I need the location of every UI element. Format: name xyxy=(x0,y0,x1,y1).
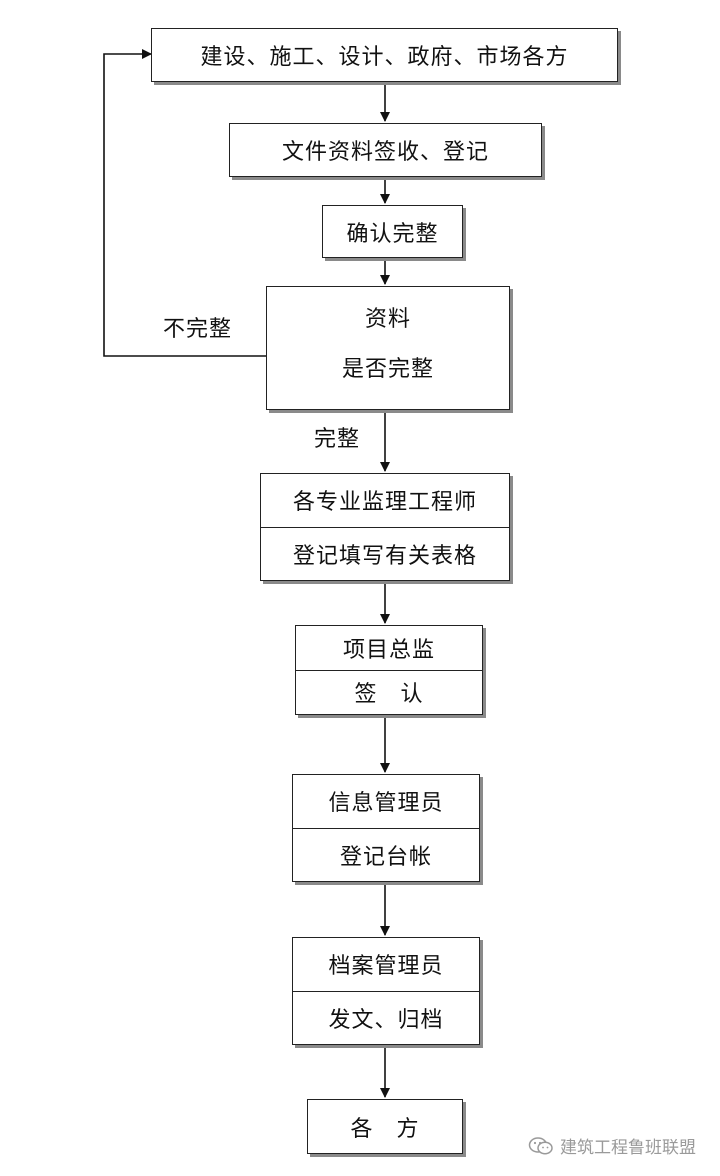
node-info-line1: 信息管理员 xyxy=(328,791,444,817)
node-archive-line2: 发文、归档 xyxy=(293,990,479,1045)
node-info-line2: 登记台帐 xyxy=(293,827,479,882)
node-engineers-line2: 登记填写有关表格 xyxy=(261,526,509,581)
node-final: 各 方 xyxy=(307,1099,463,1154)
node-decision-line2: 是否完整 xyxy=(341,357,434,382)
node-archive-line1: 档案管理员 xyxy=(328,954,444,980)
node-final-label: 各 方 xyxy=(350,1116,420,1142)
edge-label-complete: 完整 xyxy=(314,427,361,452)
node-director-line1: 项目总监 xyxy=(342,637,435,663)
watermark-text: 建筑工程鲁班联盟 xyxy=(560,1138,696,1158)
node-engineers: 各专业监理工程师 登记填写有关表格 xyxy=(260,473,510,581)
node-director: 项目总监 签 认 xyxy=(295,625,483,715)
node-confirm-label: 确认完整 xyxy=(346,221,439,247)
node-director-line2: 签 认 xyxy=(296,669,482,715)
node-info-manager: 信息管理员 登记台帐 xyxy=(292,774,480,882)
arrow-incomplete-loop xyxy=(103,49,266,357)
node-archive-manager: 档案管理员 发文、归档 xyxy=(292,937,480,1045)
node-sources-label: 建设、施工、设计、政府、市场各方 xyxy=(200,45,569,70)
node-engineers-line1: 各专业监理工程师 xyxy=(292,490,477,516)
node-confirm: 确认完整 xyxy=(322,205,463,258)
node-decision: 资料 是否完整 xyxy=(266,286,510,410)
edge-label-incomplete: 不完整 xyxy=(163,317,233,342)
node-sources: 建设、施工、设计、政府、市场各方 xyxy=(151,28,618,82)
watermark: 建筑工程鲁班联盟 xyxy=(528,1133,696,1158)
node-receive-label: 文件资料签收、登记 xyxy=(281,140,489,165)
node-decision-line1: 资料 xyxy=(364,307,411,332)
wechat-icon xyxy=(528,1136,553,1155)
node-receive: 文件资料签收、登记 xyxy=(229,123,542,177)
